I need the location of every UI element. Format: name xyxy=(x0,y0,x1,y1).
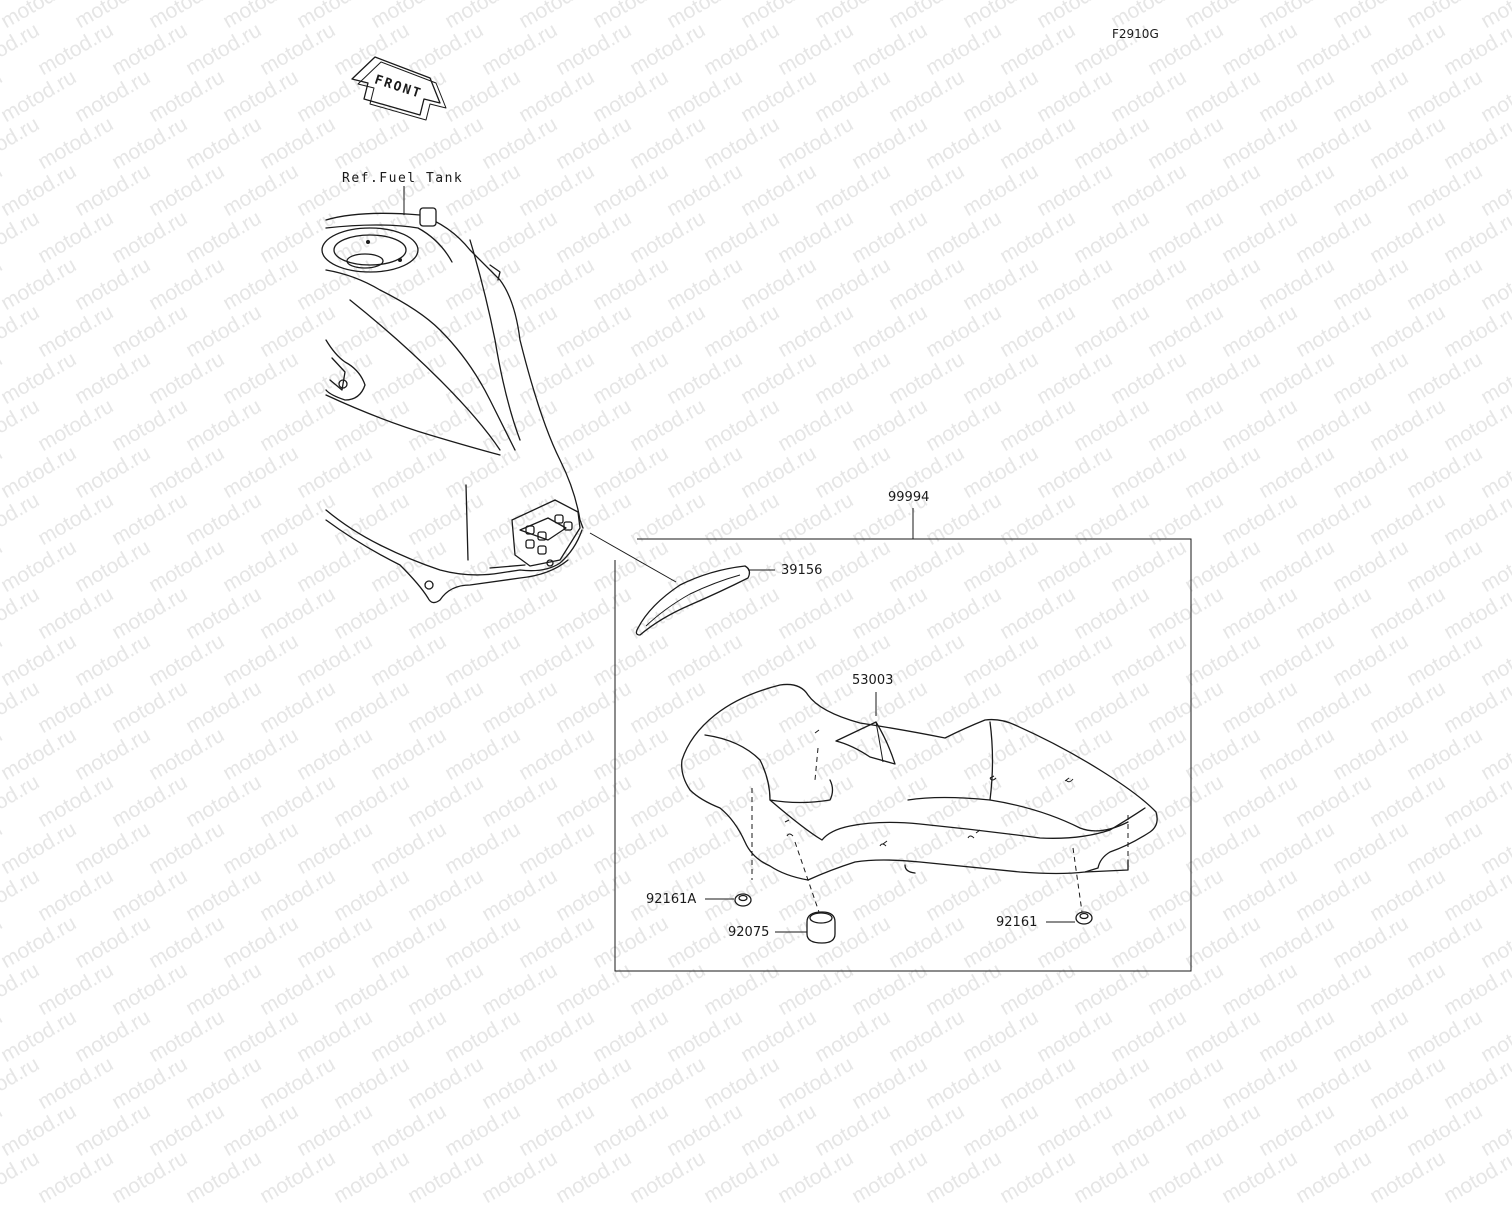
damper-mid-part xyxy=(775,911,836,944)
watermark-text: motod.ru xyxy=(108,1146,192,1208)
damper-rear-part xyxy=(1046,911,1093,925)
front-arrow-icon: FRONT xyxy=(351,56,447,121)
watermark-text: motod.ru xyxy=(1218,1146,1302,1208)
watermark-text: motod.ru xyxy=(700,1146,784,1208)
watermark-text: motod.ru xyxy=(256,1146,340,1208)
figure-code: F2910G xyxy=(1112,27,1159,41)
seat-part xyxy=(681,683,1158,881)
callout-sticker: 53003 xyxy=(852,673,894,688)
watermark-text: motod.ru xyxy=(1292,1146,1376,1208)
callout-damper-mid: 92075 xyxy=(728,925,770,940)
watermark-text: motod.ru xyxy=(1070,1146,1154,1208)
watermark-text: motod.ru xyxy=(774,1146,858,1208)
watermark-text: motod.ru xyxy=(182,1146,266,1208)
reference-label: Ref.Fuel Tank xyxy=(342,171,464,186)
watermark-text: motod.ru xyxy=(1440,1146,1512,1208)
kit-bracket xyxy=(614,508,1192,972)
mounting-leaders xyxy=(751,747,1129,916)
watermark-text: motod.ru xyxy=(478,1146,562,1208)
watermark-text: motod.ru xyxy=(1366,1146,1450,1208)
watermark-text: motod.ru xyxy=(552,1146,636,1208)
callout-pad: 39156 xyxy=(781,563,823,578)
callout-kit: 99994 xyxy=(888,490,930,505)
fuel-tank-drawing xyxy=(321,186,584,604)
tank-pad-part xyxy=(635,565,775,636)
watermark-text: motod.ru xyxy=(404,1146,488,1208)
watermark-text: motod.ru xyxy=(1144,1146,1228,1208)
watermark-text: motod.ru xyxy=(626,1146,710,1208)
callout-damper-front: 92161A xyxy=(646,892,697,907)
watermark-text: motod.ru xyxy=(996,1146,1080,1208)
watermark-text: motod.ru xyxy=(922,1146,1006,1208)
watermark-text: motod.ru xyxy=(0,1146,44,1208)
sticker-part xyxy=(835,692,896,765)
watermark-text: motod.ru xyxy=(330,1146,414,1208)
watermark-text: motod.ru xyxy=(34,1146,118,1208)
parts-diagram: FRONT xyxy=(321,56,1192,972)
watermark-text: motod.ru xyxy=(848,1146,932,1208)
pad-position-leader xyxy=(589,532,677,583)
damper-front-part xyxy=(705,893,752,907)
callout-damper-rear: 92161 xyxy=(996,915,1038,930)
